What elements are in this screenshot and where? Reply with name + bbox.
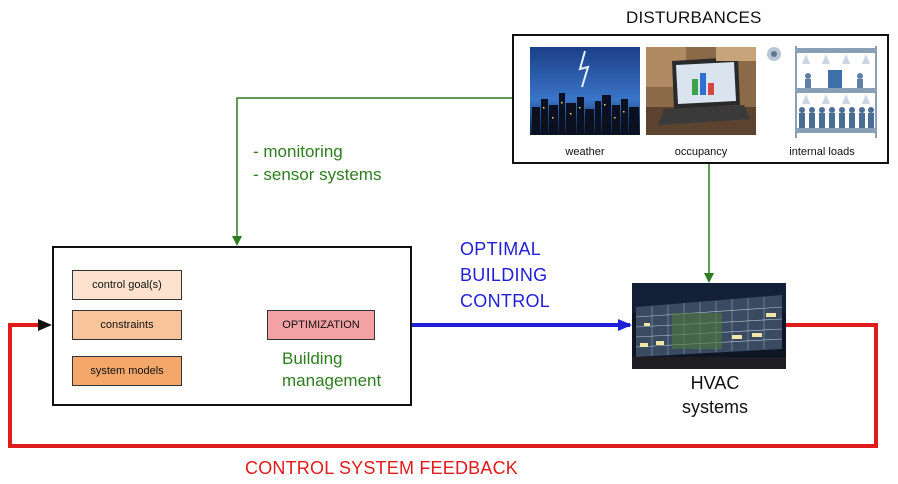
optimal-line3: CONTROL [460, 291, 551, 311]
control-goals-box: control goal(s) [72, 270, 182, 300]
internal-loads-caption: internal loads [789, 146, 855, 158]
monitoring-label: - monitoring [253, 142, 343, 161]
sensor-systems-label: - sensor systems [253, 165, 382, 184]
system-models-label: system models [90, 365, 164, 377]
system-models-box: system models [72, 356, 182, 386]
occupancy-caption: occupancy [674, 146, 728, 158]
weather-caption: weather [565, 146, 605, 158]
building-management-label: Building management [282, 348, 381, 392]
optimization-box: OPTIMIZATION [267, 310, 375, 340]
optimal-line2: BUILDING [460, 265, 548, 285]
monitoring-arrow [232, 97, 512, 246]
internal-loads-image [762, 42, 882, 140]
building-management-line1: Building [282, 349, 343, 368]
weather-image [530, 47, 640, 135]
hvac-line2: systems [681, 397, 748, 417]
building-management-line2: management [282, 371, 382, 390]
control-goals-label: control goal(s) [92, 279, 162, 291]
hvac-systems-label: HVAC systems [655, 371, 775, 419]
optimization-label: OPTIMIZATION [282, 319, 360, 331]
disturbances-title: DISTURBANCES [626, 8, 762, 27]
hvac-building-image [632, 283, 786, 369]
hvac-line1: HVAC [690, 373, 740, 393]
optimal-building-control-label: OPTIMAL BUILDING CONTROL [460, 236, 550, 314]
constraints-box: constraints [72, 310, 182, 340]
control-system-feedback-label: CONTROL SYSTEM FEEDBACK [245, 458, 518, 478]
feedback-loop-line [8, 323, 878, 448]
disturbances-box: weather occupancy [512, 34, 889, 164]
constraints-label: constraints [100, 319, 154, 331]
optimal-line1: OPTIMAL [460, 239, 542, 259]
occupancy-image [646, 47, 756, 135]
building-management-box: control goal(s) constraints system model… [52, 246, 412, 406]
feedback-arrowhead [38, 319, 52, 331]
